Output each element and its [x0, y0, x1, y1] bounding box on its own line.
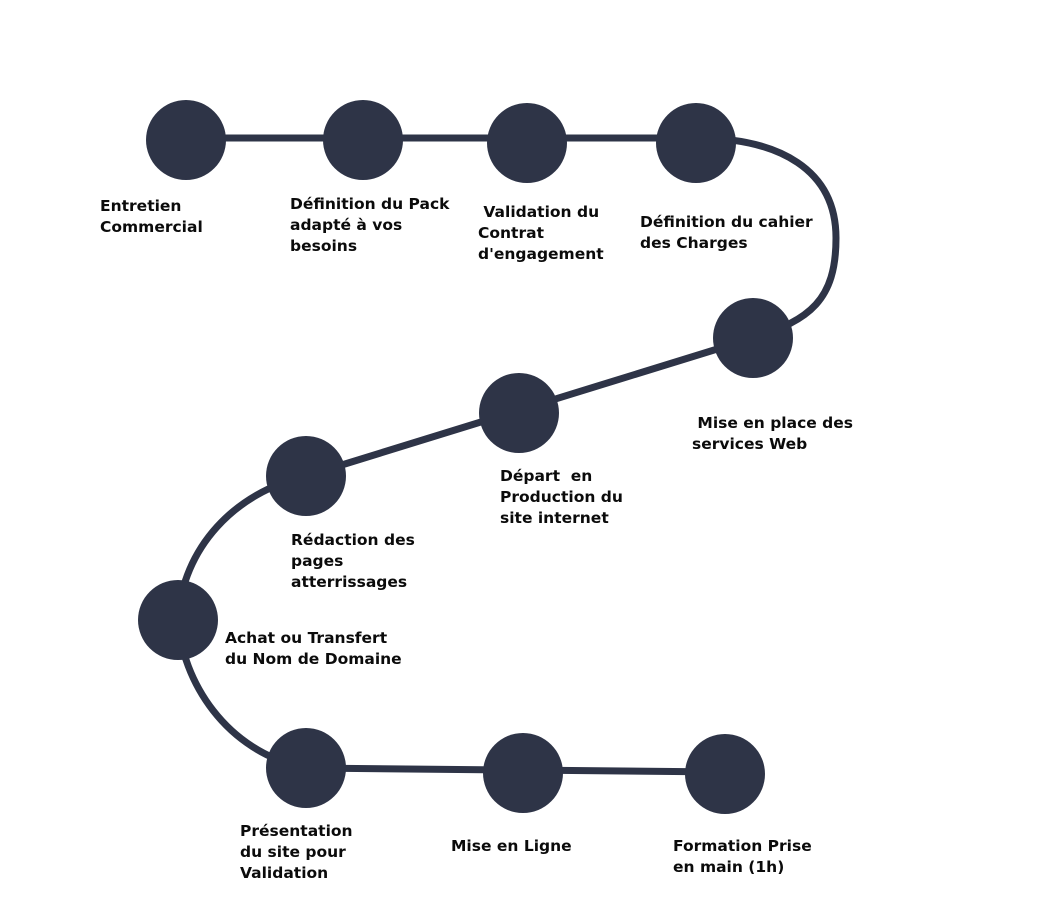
step-label-1: Entretien Commercial	[100, 197, 203, 236]
step-node-10	[483, 733, 563, 813]
step-node-7	[266, 436, 346, 516]
step-label-11: Formation Prise en main (1h)	[673, 837, 812, 876]
step-label-8: Achat ou Transfert du Nom de Domaine	[225, 629, 402, 668]
step-node-9	[266, 728, 346, 808]
step-node-11	[685, 734, 765, 814]
step-label-3: Validation du Contrat d'engagement	[478, 203, 604, 263]
step-label-9: Présentation du site pour Validation	[240, 822, 353, 882]
step-node-5	[713, 298, 793, 378]
step-label-10: Mise en Ligne	[451, 837, 572, 855]
step-label-6: Départ en Production du site internet	[500, 467, 623, 527]
step-node-6	[479, 373, 559, 453]
step-node-3	[487, 103, 567, 183]
nodes-layer	[138, 100, 793, 814]
step-label-7: Rédaction des pages atterrissages	[291, 531, 415, 591]
step-node-8	[138, 580, 218, 660]
step-node-4	[656, 103, 736, 183]
step-label-2: Définition du Pack adapté à vos besoins	[290, 195, 450, 255]
step-label-4: Définition du cahier des Charges	[640, 213, 813, 252]
step-node-2	[323, 100, 403, 180]
step-node-1	[146, 100, 226, 180]
step-label-5: Mise en place des services Web	[692, 414, 854, 453]
